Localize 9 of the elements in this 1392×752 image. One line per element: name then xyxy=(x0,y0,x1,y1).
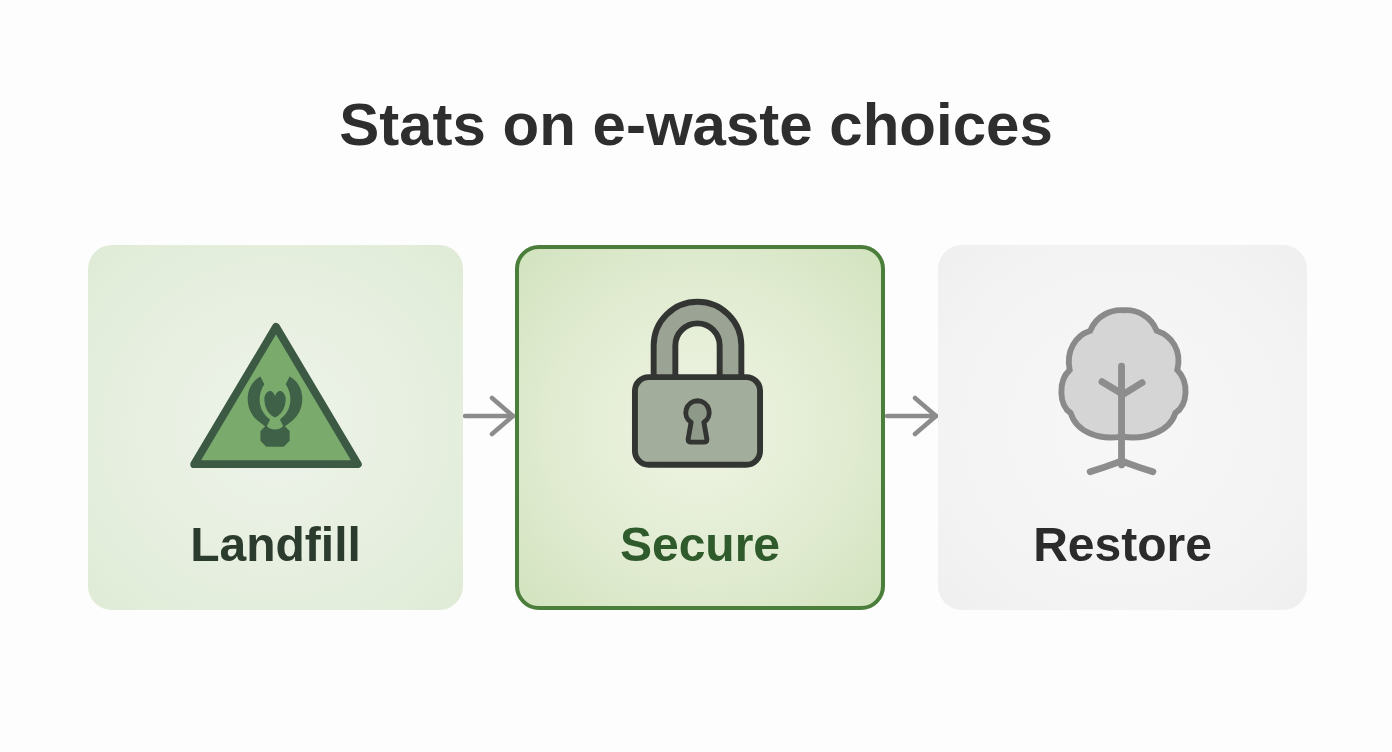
option-card xyxy=(938,245,1307,610)
option-card xyxy=(88,245,463,610)
card-label: Secure xyxy=(619,517,781,573)
arrow xyxy=(462,395,516,437)
arrow xyxy=(884,395,939,437)
card-label: Landfill xyxy=(190,517,361,573)
diagram-title: Stats on e-waste choices xyxy=(339,90,1053,159)
option-card xyxy=(515,245,885,610)
card-label: Restore xyxy=(1033,517,1212,573)
